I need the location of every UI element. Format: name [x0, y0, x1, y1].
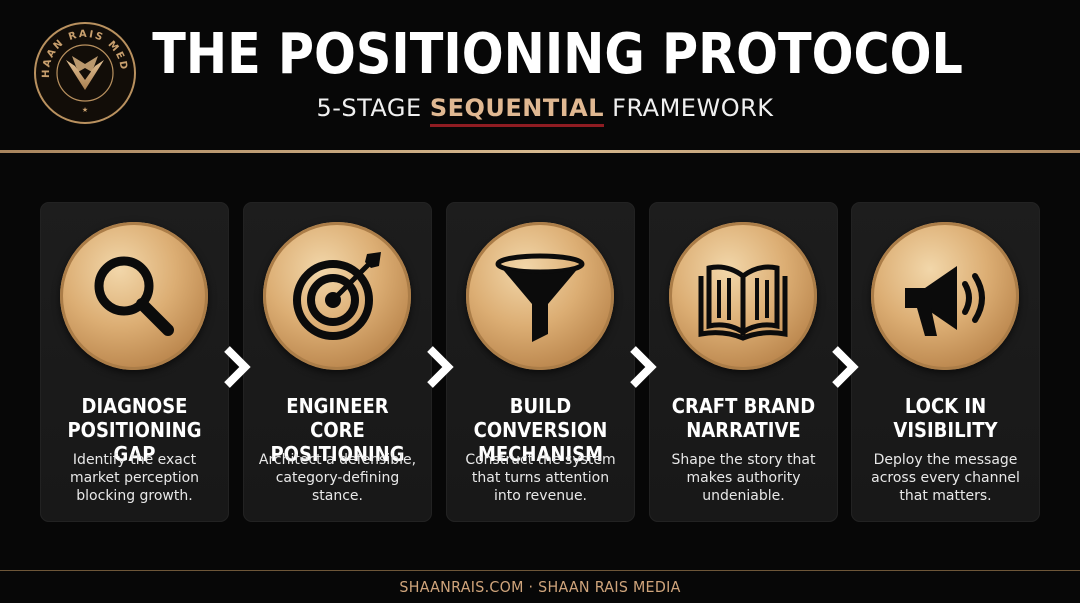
page-subtitle: 5-STAGE SEQUENTIAL FRAMEWORK: [0, 94, 1080, 127]
brand-seal-icon: SHAAN RAIS MEDIA ★: [27, 12, 136, 124]
stage-card-3: BUILD CONVERSION MECHANISM Construct the…: [446, 202, 635, 522]
megaphone-icon: [905, 266, 985, 336]
stage-4-icon-badge: [669, 222, 817, 370]
svg-text:★: ★: [82, 106, 88, 114]
stage-1-description: Identify the exact market perception blo…: [69, 452, 200, 504]
page-title: THE POSITIONING PROTOCOL: [152, 22, 963, 87]
target-icon: [293, 252, 381, 340]
stage-card-1: DIAGNOSE POSITIONING GAP Identify the ex…: [40, 202, 229, 522]
open-book-icon: [698, 264, 788, 341]
stage-5-description: Deploy the message across every channel …: [871, 452, 1020, 504]
stage-2-icon-badge: [263, 222, 411, 370]
stage-5-icon-badge: [871, 222, 1019, 370]
footer-credit: SHAANRAIS.COM · SHAAN RAIS MEDIA: [399, 578, 681, 596]
stage-4-description: Shape the story that makes authority und…: [671, 452, 816, 504]
stage-1-title: DIAGNOSE POSITIONING GAP: [67, 394, 202, 466]
stage-card-5: LOCK IN VISIBILITY Deploy the message ac…: [851, 202, 1040, 522]
stage-2-description: Architect a defensible, category-definin…: [258, 452, 417, 504]
chevron-right-icon: [630, 346, 657, 388]
stage-card-2: ENGINEER CORE POSITIONING Architect a de…: [243, 202, 432, 522]
subtitle-prefix: 5-STAGE: [316, 94, 430, 122]
stage-1-icon-badge: [60, 222, 208, 370]
magnifying-glass-icon: [94, 256, 174, 336]
funnel-icon: [495, 253, 585, 342]
stage-5-title: LOCK IN VISIBILITY: [893, 394, 998, 442]
brand-seal-logo: SHAAN RAIS MEDIA ★: [27, 12, 138, 126]
stage-3-icon-badge: [466, 222, 614, 370]
stage-3-title: BUILD CONVERSION MECHANISM: [473, 394, 608, 466]
stage-cards: DIAGNOSE POSITIONING GAP Identify the ex…: [40, 202, 1040, 522]
stage-3-description: Construct the system that turns attentio…: [465, 452, 616, 504]
subtitle-suffix: FRAMEWORK: [604, 94, 774, 122]
subtitle-highlight: SEQUENTIAL: [429, 94, 605, 127]
stage-4-title: CRAFT BRAND NARRATIVE: [671, 394, 816, 442]
stage-2-title: ENGINEER CORE POSITIONING: [270, 394, 405, 466]
chevron-right-icon: [832, 346, 859, 388]
header-divider: [0, 150, 1080, 153]
stage-card-4: CRAFT BRAND NARRATIVE Shape the story th…: [649, 202, 838, 522]
footer-divider: [0, 570, 1080, 571]
chevron-right-icon: [224, 346, 251, 388]
chevron-right-icon: [427, 346, 454, 388]
